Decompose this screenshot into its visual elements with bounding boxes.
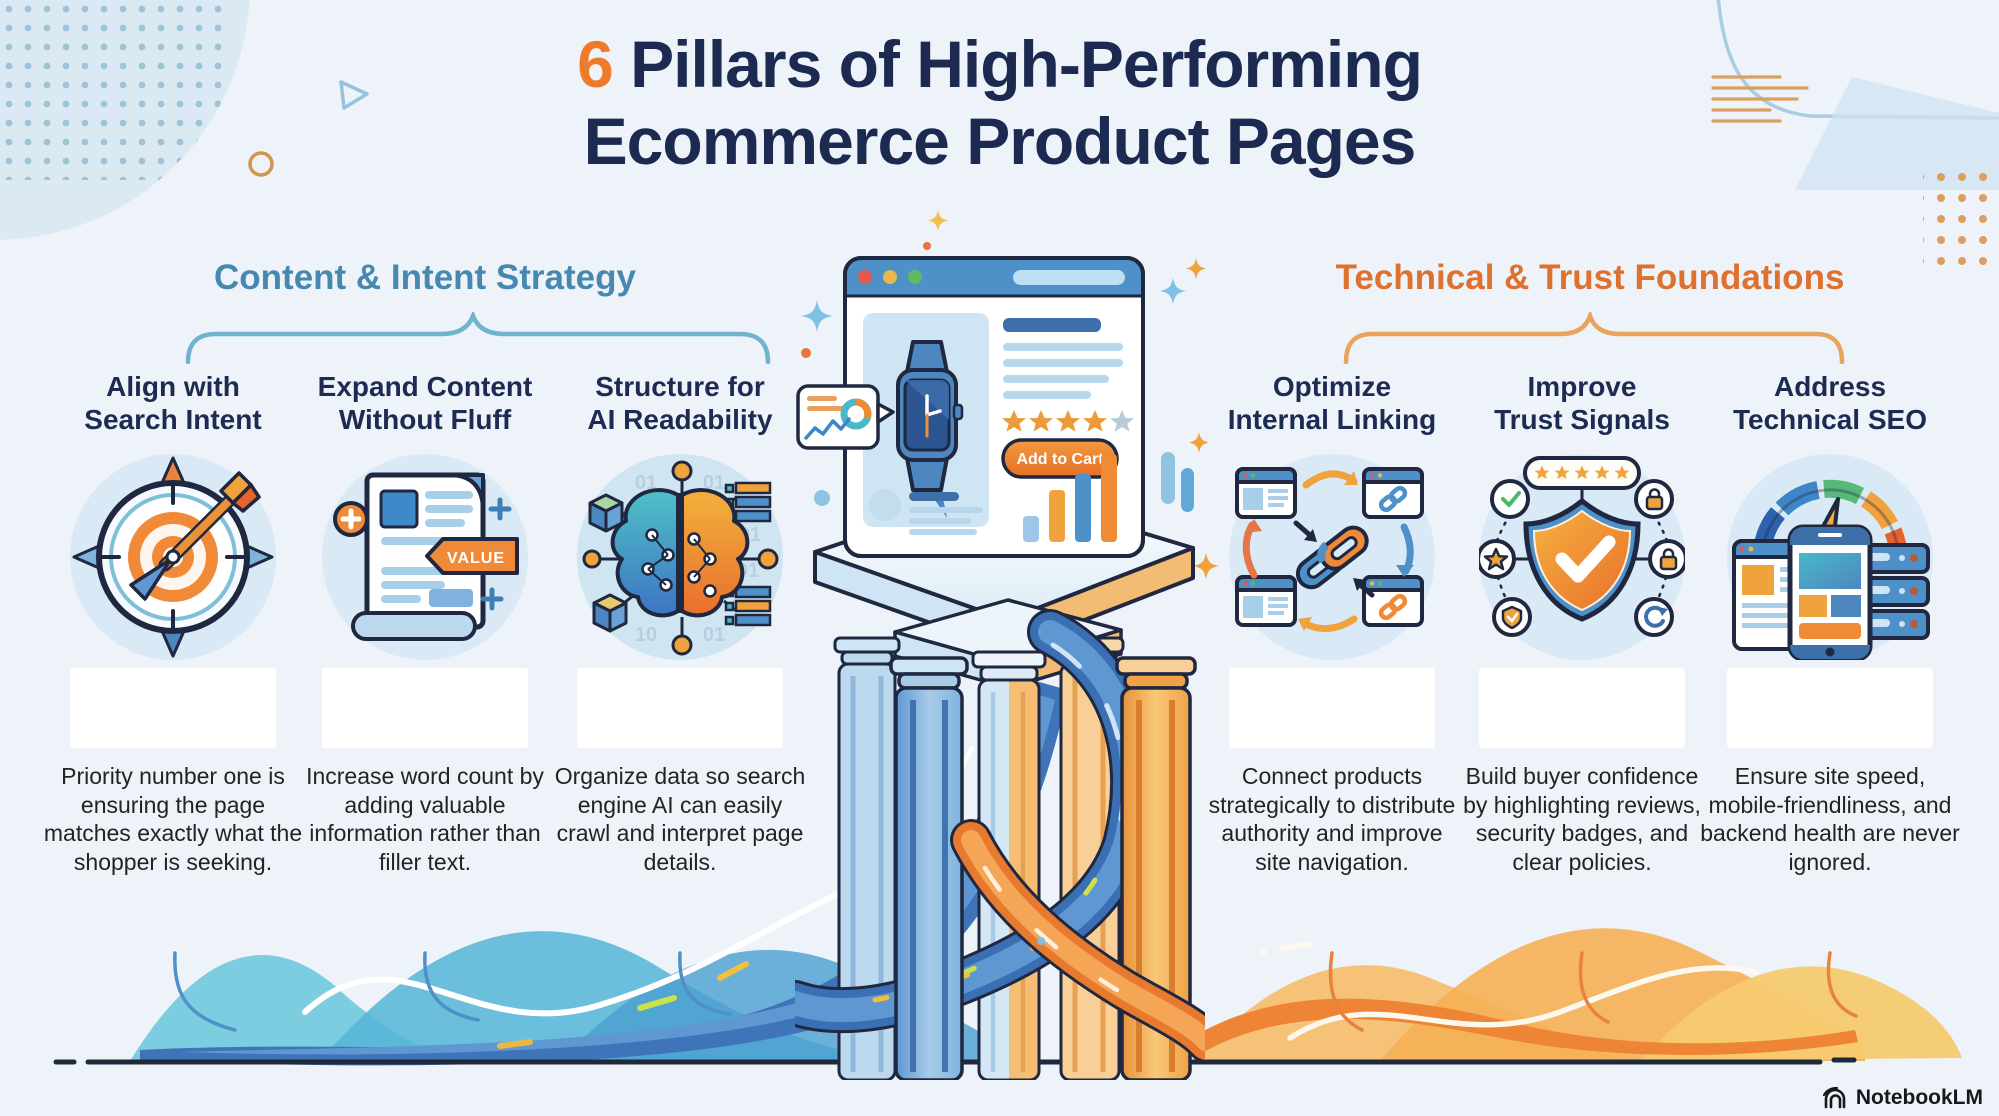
pillar-description: Ensure site speed, mobile-friendliness, … bbox=[1700, 763, 1960, 875]
rating-stars bbox=[1002, 410, 1134, 432]
group-header-content-strategy: Content & Intent Strategy bbox=[214, 258, 636, 297]
smartphone-icon bbox=[1787, 524, 1873, 660]
label-box bbox=[1727, 668, 1933, 748]
site-speed-icon bbox=[1727, 454, 1933, 660]
brace-left bbox=[185, 312, 771, 364]
chain-link-icon bbox=[1295, 525, 1369, 590]
brace-right bbox=[1343, 312, 1845, 364]
title-line2: Ecommerce Product Pages bbox=[583, 104, 1417, 179]
svg-text:01: 01 bbox=[635, 472, 657, 494]
pedestal-illustration bbox=[795, 488, 1205, 1080]
browser-address-pill bbox=[1013, 270, 1125, 285]
group-header-technical-trust: Technical & Trust Foundations bbox=[1335, 258, 1845, 297]
value-tag: VALUE bbox=[425, 537, 519, 575]
check-badge bbox=[1490, 479, 1530, 519]
arrow-needle bbox=[129, 471, 261, 601]
pillar-back-left bbox=[833, 636, 901, 1080]
label-box bbox=[1229, 668, 1435, 748]
curve-decoration bbox=[1716, 0, 1999, 120]
star-badge bbox=[1479, 539, 1516, 579]
avatar bbox=[869, 489, 901, 521]
product-card-illustration: Add to Cart bbox=[843, 256, 1145, 558]
shield-check bbox=[1523, 497, 1641, 622]
document-value-icon: VALUE bbox=[322, 454, 528, 660]
svg-text:10: 10 bbox=[635, 624, 657, 646]
mini-bars-decoration bbox=[1161, 452, 1194, 512]
label-box bbox=[322, 668, 528, 748]
lock-badge bbox=[1648, 539, 1685, 579]
pillar-description: Connect products strategically to distri… bbox=[1208, 763, 1456, 875]
left-connectors bbox=[173, 951, 732, 1032]
right-connectors bbox=[1328, 951, 1858, 1032]
label-box bbox=[577, 668, 783, 748]
review-stars-pill bbox=[1523, 456, 1641, 503]
ai-brain-icon: 01 01 01 01 10 01 bbox=[577, 454, 783, 660]
trust-shield-icon bbox=[1479, 454, 1685, 660]
svg-text:01: 01 bbox=[703, 624, 725, 646]
notebooklm-brand: NotebookLM bbox=[1822, 1086, 1983, 1110]
title-line1: Pillars of High-Performing bbox=[612, 27, 1423, 101]
label-box bbox=[1479, 668, 1685, 748]
add-to-cart-button: Add to Cart bbox=[1001, 438, 1119, 479]
notebooklm-logo-icon bbox=[1822, 1087, 1846, 1109]
pillar-front-left bbox=[889, 656, 969, 1080]
pillar-description: Increase word count by adding valuable i… bbox=[306, 763, 544, 875]
triangle-decoration bbox=[339, 80, 369, 110]
svg-text:01: 01 bbox=[703, 472, 725, 494]
right-wave bbox=[1640, 966, 1962, 1061]
compass-target-icon bbox=[70, 454, 276, 660]
mini-bar-chart bbox=[1023, 454, 1117, 542]
ring-decoration bbox=[248, 151, 274, 177]
mini-shield-badge bbox=[1492, 597, 1532, 637]
analytics-bubble-icon bbox=[796, 384, 895, 450]
pillar-description: Priority number one is ensuring the page… bbox=[43, 763, 303, 875]
center-illustration: Add to Cart bbox=[795, 256, 1205, 1080]
label-box bbox=[70, 668, 276, 748]
notebooklm-label: NotebookLM bbox=[1855, 1086, 1983, 1109]
browser-dots bbox=[858, 270, 922, 284]
title-number: 6 bbox=[577, 27, 614, 101]
smartwatch-illustration bbox=[896, 340, 964, 518]
return-badge bbox=[1634, 597, 1674, 637]
orange-ribbon bbox=[950, 819, 1205, 1063]
svg-text:VALUE: VALUE bbox=[447, 550, 505, 567]
pillar-description: Build buyer confidence by highlighting r… bbox=[1463, 763, 1701, 875]
sparkle-icons bbox=[801, 210, 1219, 579]
add-to-cart-label: Add to Cart bbox=[1016, 451, 1104, 468]
pillar-description: Organize data so search engine AI can ea… bbox=[554, 763, 806, 875]
lock-badge bbox=[1634, 479, 1674, 519]
internal-linking-icon bbox=[1229, 454, 1435, 660]
page-title: 6 Pillars of High-Performing Ecommerce P… bbox=[0, 26, 1999, 180]
lines-decoration bbox=[1711, 75, 1809, 123]
